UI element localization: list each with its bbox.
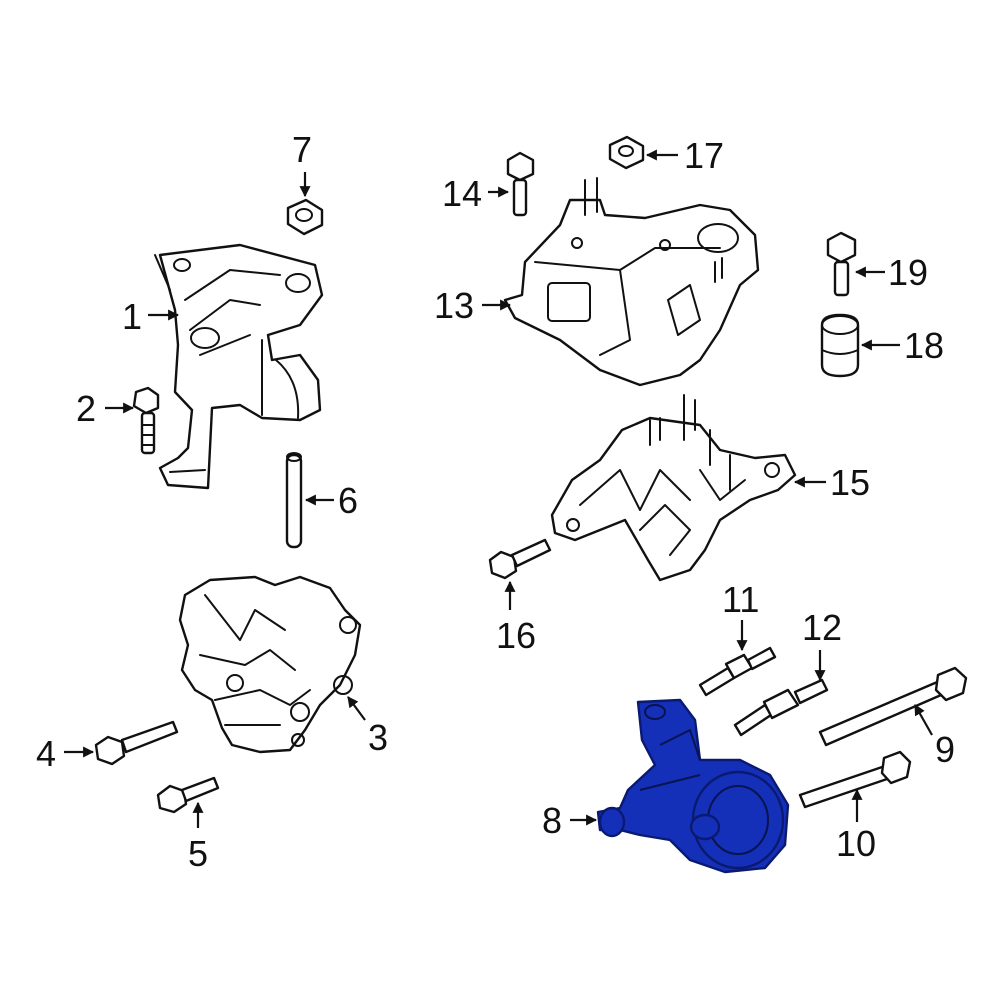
callout-18-label: 18	[904, 325, 944, 366]
callout-7-label: 7	[292, 129, 312, 170]
part-3-transmission-bracket[interactable]	[178, 575, 362, 754]
callout-13-label: 13	[434, 285, 474, 326]
callout-14: 14	[442, 173, 510, 214]
callout-11-label: 11	[722, 579, 759, 620]
callout-5: 5	[188, 801, 208, 874]
callout-1: 1	[122, 296, 180, 337]
part-5-bolt[interactable]	[156, 776, 220, 814]
callout-11: 11	[722, 579, 759, 652]
part-13-transmission-mount[interactable]	[503, 177, 760, 387]
part-9-bolt[interactable]	[818, 666, 968, 747]
part-1-engine-mount[interactable]	[154, 243, 324, 490]
callout-12: 12	[802, 607, 842, 682]
callout-9-label: 9	[935, 729, 955, 770]
part-7-nut[interactable]	[286, 198, 324, 236]
callout-2-label: 2	[76, 388, 96, 429]
part-8-engine-mount-highlighted[interactable]	[596, 698, 790, 874]
callout-19: 19	[854, 252, 928, 293]
part-6-pin[interactable]	[285, 452, 303, 549]
part-11-stud[interactable]	[698, 646, 777, 697]
callout-6-label: 6	[338, 480, 358, 521]
callout-1-label: 1	[122, 296, 142, 337]
part-17-nut[interactable]	[608, 135, 645, 170]
part-15-mount-bracket[interactable]	[550, 394, 797, 582]
part-12-stud[interactable]	[733, 678, 829, 737]
callout-19-label: 19	[888, 252, 928, 293]
callout-4-label: 4	[36, 733, 56, 774]
callout-13: 13	[434, 285, 512, 326]
callout-8-label: 8	[542, 800, 562, 841]
part-10-bolt[interactable]	[798, 750, 912, 809]
callout-5-label: 5	[188, 833, 208, 874]
callout-3-label: 3	[368, 717, 388, 758]
callout-15-label: 15	[830, 462, 870, 503]
part-19-bolt[interactable]	[826, 231, 857, 297]
part-2-bolt[interactable]	[132, 386, 160, 455]
callout-14-label: 14	[442, 173, 482, 214]
part-18-bushing[interactable]	[820, 313, 860, 378]
callout-18: 18	[860, 325, 944, 366]
callout-2: 2	[76, 388, 135, 429]
part-16-bolt[interactable]	[488, 538, 552, 580]
callout-17: 17	[645, 135, 724, 176]
callout-8: 8	[542, 800, 598, 841]
callout-9: 9	[914, 704, 955, 770]
callout-7: 7	[292, 129, 312, 198]
callout-10-label: 10	[836, 823, 876, 864]
callout-6: 6	[304, 480, 358, 521]
part-14-bolt[interactable]	[506, 151, 535, 217]
callout-17-label: 17	[684, 135, 724, 176]
callout-16: 16	[496, 580, 536, 656]
callout-12-label: 12	[802, 607, 842, 648]
part-4-bolt[interactable]	[94, 720, 179, 766]
callout-16-label: 16	[496, 615, 536, 656]
callout-3: 3	[347, 696, 388, 758]
callout-10: 10	[836, 788, 876, 864]
callout-15: 15	[793, 462, 870, 503]
callout-4: 4	[36, 733, 95, 774]
